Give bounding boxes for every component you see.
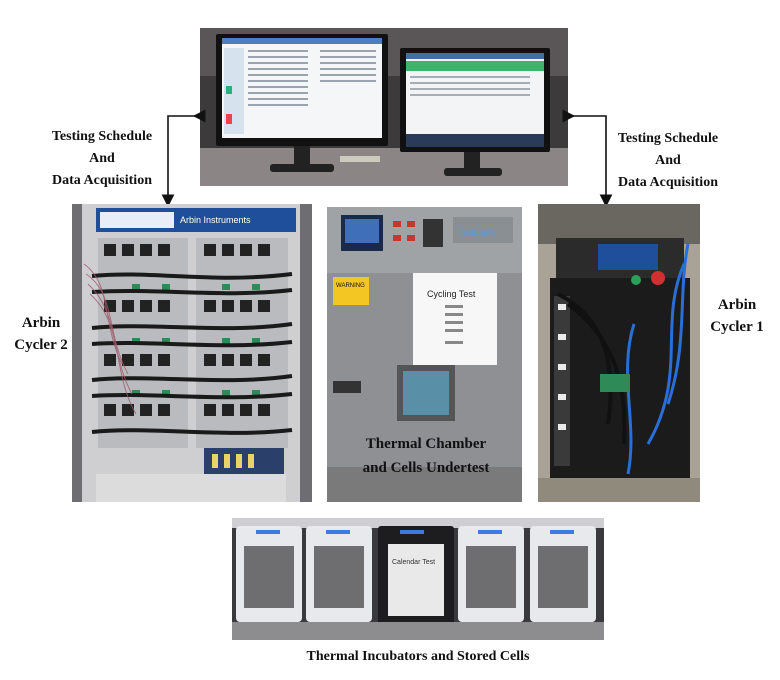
label-cycler1: Arbin Cycler 1	[702, 294, 772, 338]
label-cycler2: Arbin Cycler 2	[10, 312, 72, 356]
label-line: Data Acquisition	[618, 175, 718, 190]
label-chamber: Thermal Chamber and Cells Undertest	[346, 432, 506, 480]
label-schedule-right: Testing Schedule And Data Acquisition	[600, 128, 736, 194]
label-line: Arbin	[21, 315, 61, 331]
label-schedule-left: Testing Schedule And Data Acquisition	[34, 126, 170, 192]
arrow-double-headed-left-icon	[161, 109, 206, 208]
monitors-photo	[200, 28, 568, 186]
incubators-photo: Calendar Test	[232, 518, 604, 640]
label-line: And	[655, 153, 681, 168]
label-line: Arbin	[717, 297, 757, 313]
cycler1-photo	[538, 204, 700, 502]
arrow-double-headed-right-icon	[562, 109, 613, 208]
cycling-test-sign: Cycling Test	[427, 289, 476, 299]
calendar-test-sign: Calendar Test	[392, 559, 435, 566]
label-line: and Cells Undertest	[362, 460, 490, 476]
label-line: Data Acquisition	[52, 173, 152, 188]
label-line: And	[89, 151, 115, 166]
label-line: Cycler 2	[14, 337, 68, 353]
label-line: Cycler 1	[710, 319, 764, 335]
label-line: Thermal Chamber	[365, 436, 487, 452]
incubators-caption: Thermal Incubators and Stored Cells	[306, 649, 530, 664]
warning-text: WARNING	[336, 283, 365, 289]
chamber-brand-text: TestEquity	[459, 228, 496, 237]
arbin-brand-text: Arbin Instruments	[180, 215, 251, 225]
thermal-chamber-photo: TestEquity WARNING Cycling Test	[327, 207, 522, 502]
label-line: Testing Schedule	[617, 131, 719, 146]
cycler2-photo: Arbin Instruments	[72, 204, 312, 502]
label-line: Testing Schedule	[51, 129, 153, 144]
